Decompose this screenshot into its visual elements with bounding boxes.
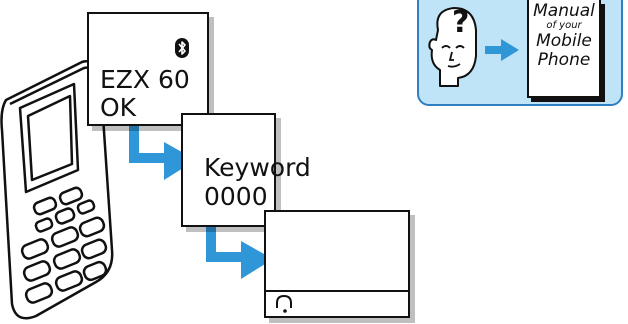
- device-name-text: EZX 60: [100, 65, 190, 94]
- mobile-phone-illustration: [0, 60, 114, 320]
- screen-divider: [266, 290, 408, 292]
- headset-screen: [264, 210, 410, 318]
- svg-text:?: ?: [452, 5, 469, 38]
- headset-icon: [276, 294, 292, 313]
- right-arrow-icon: [485, 39, 519, 61]
- manual-phone-text: Phone: [537, 50, 591, 70]
- manual-book-icon: Manual of your Mobile Phone: [527, 0, 601, 98]
- device-name-screen: EZX 60 OK: [87, 12, 209, 126]
- right-arrow-icon: [129, 122, 196, 180]
- manual-subtitle: of your: [546, 20, 582, 31]
- keyword-label: Keyword: [204, 153, 311, 182]
- manual-mobile-text: Mobile: [536, 31, 592, 51]
- passkey-value: 0000: [204, 182, 268, 211]
- manual-title: Manual: [533, 1, 595, 21]
- bluetooth-icon: [175, 38, 189, 58]
- confused-head-icon: [428, 7, 477, 87]
- confirm-text: OK: [100, 93, 137, 122]
- question-mark-icon: ?: [452, 5, 469, 38]
- passkey-screen: Keyword 0000: [181, 113, 311, 227]
- right-arrow-icon: [206, 221, 273, 279]
